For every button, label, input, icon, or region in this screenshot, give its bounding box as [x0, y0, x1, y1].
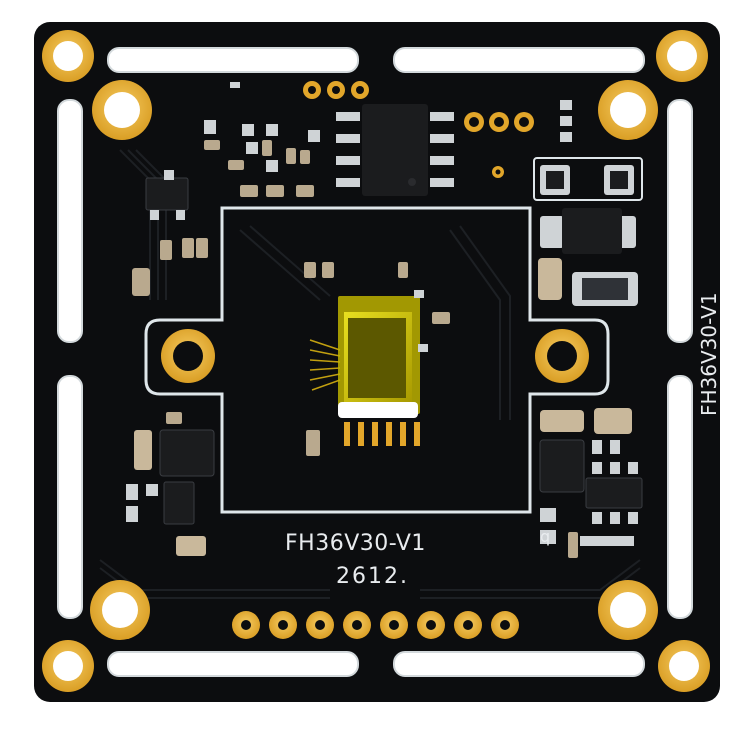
passive-components: [126, 82, 643, 558]
slot-top-left: [107, 47, 359, 73]
image-sensor: [309, 296, 420, 446]
slot-bottom-right: [393, 651, 645, 677]
silkscreen-outline: [144, 157, 643, 514]
slot-left-top: [57, 99, 83, 343]
component-marker: q: [540, 527, 550, 546]
board-code-label: 2612.: [336, 564, 409, 589]
slot-bottom-left: [107, 651, 359, 677]
slot-right-top: [667, 99, 693, 343]
board-slots: [57, 47, 693, 677]
board-model-label: FH36V30-V1: [285, 531, 426, 556]
slot-right-bottom: [667, 375, 693, 619]
mounting-pads: [42, 30, 710, 692]
soic-chip: [336, 104, 454, 196]
slot-left-bottom: [57, 375, 83, 619]
board-side-label: FH36V30-V1: [697, 292, 721, 416]
slot-top-right: [393, 47, 645, 73]
through-holes: [303, 81, 534, 178]
connector-pads: [232, 611, 519, 639]
